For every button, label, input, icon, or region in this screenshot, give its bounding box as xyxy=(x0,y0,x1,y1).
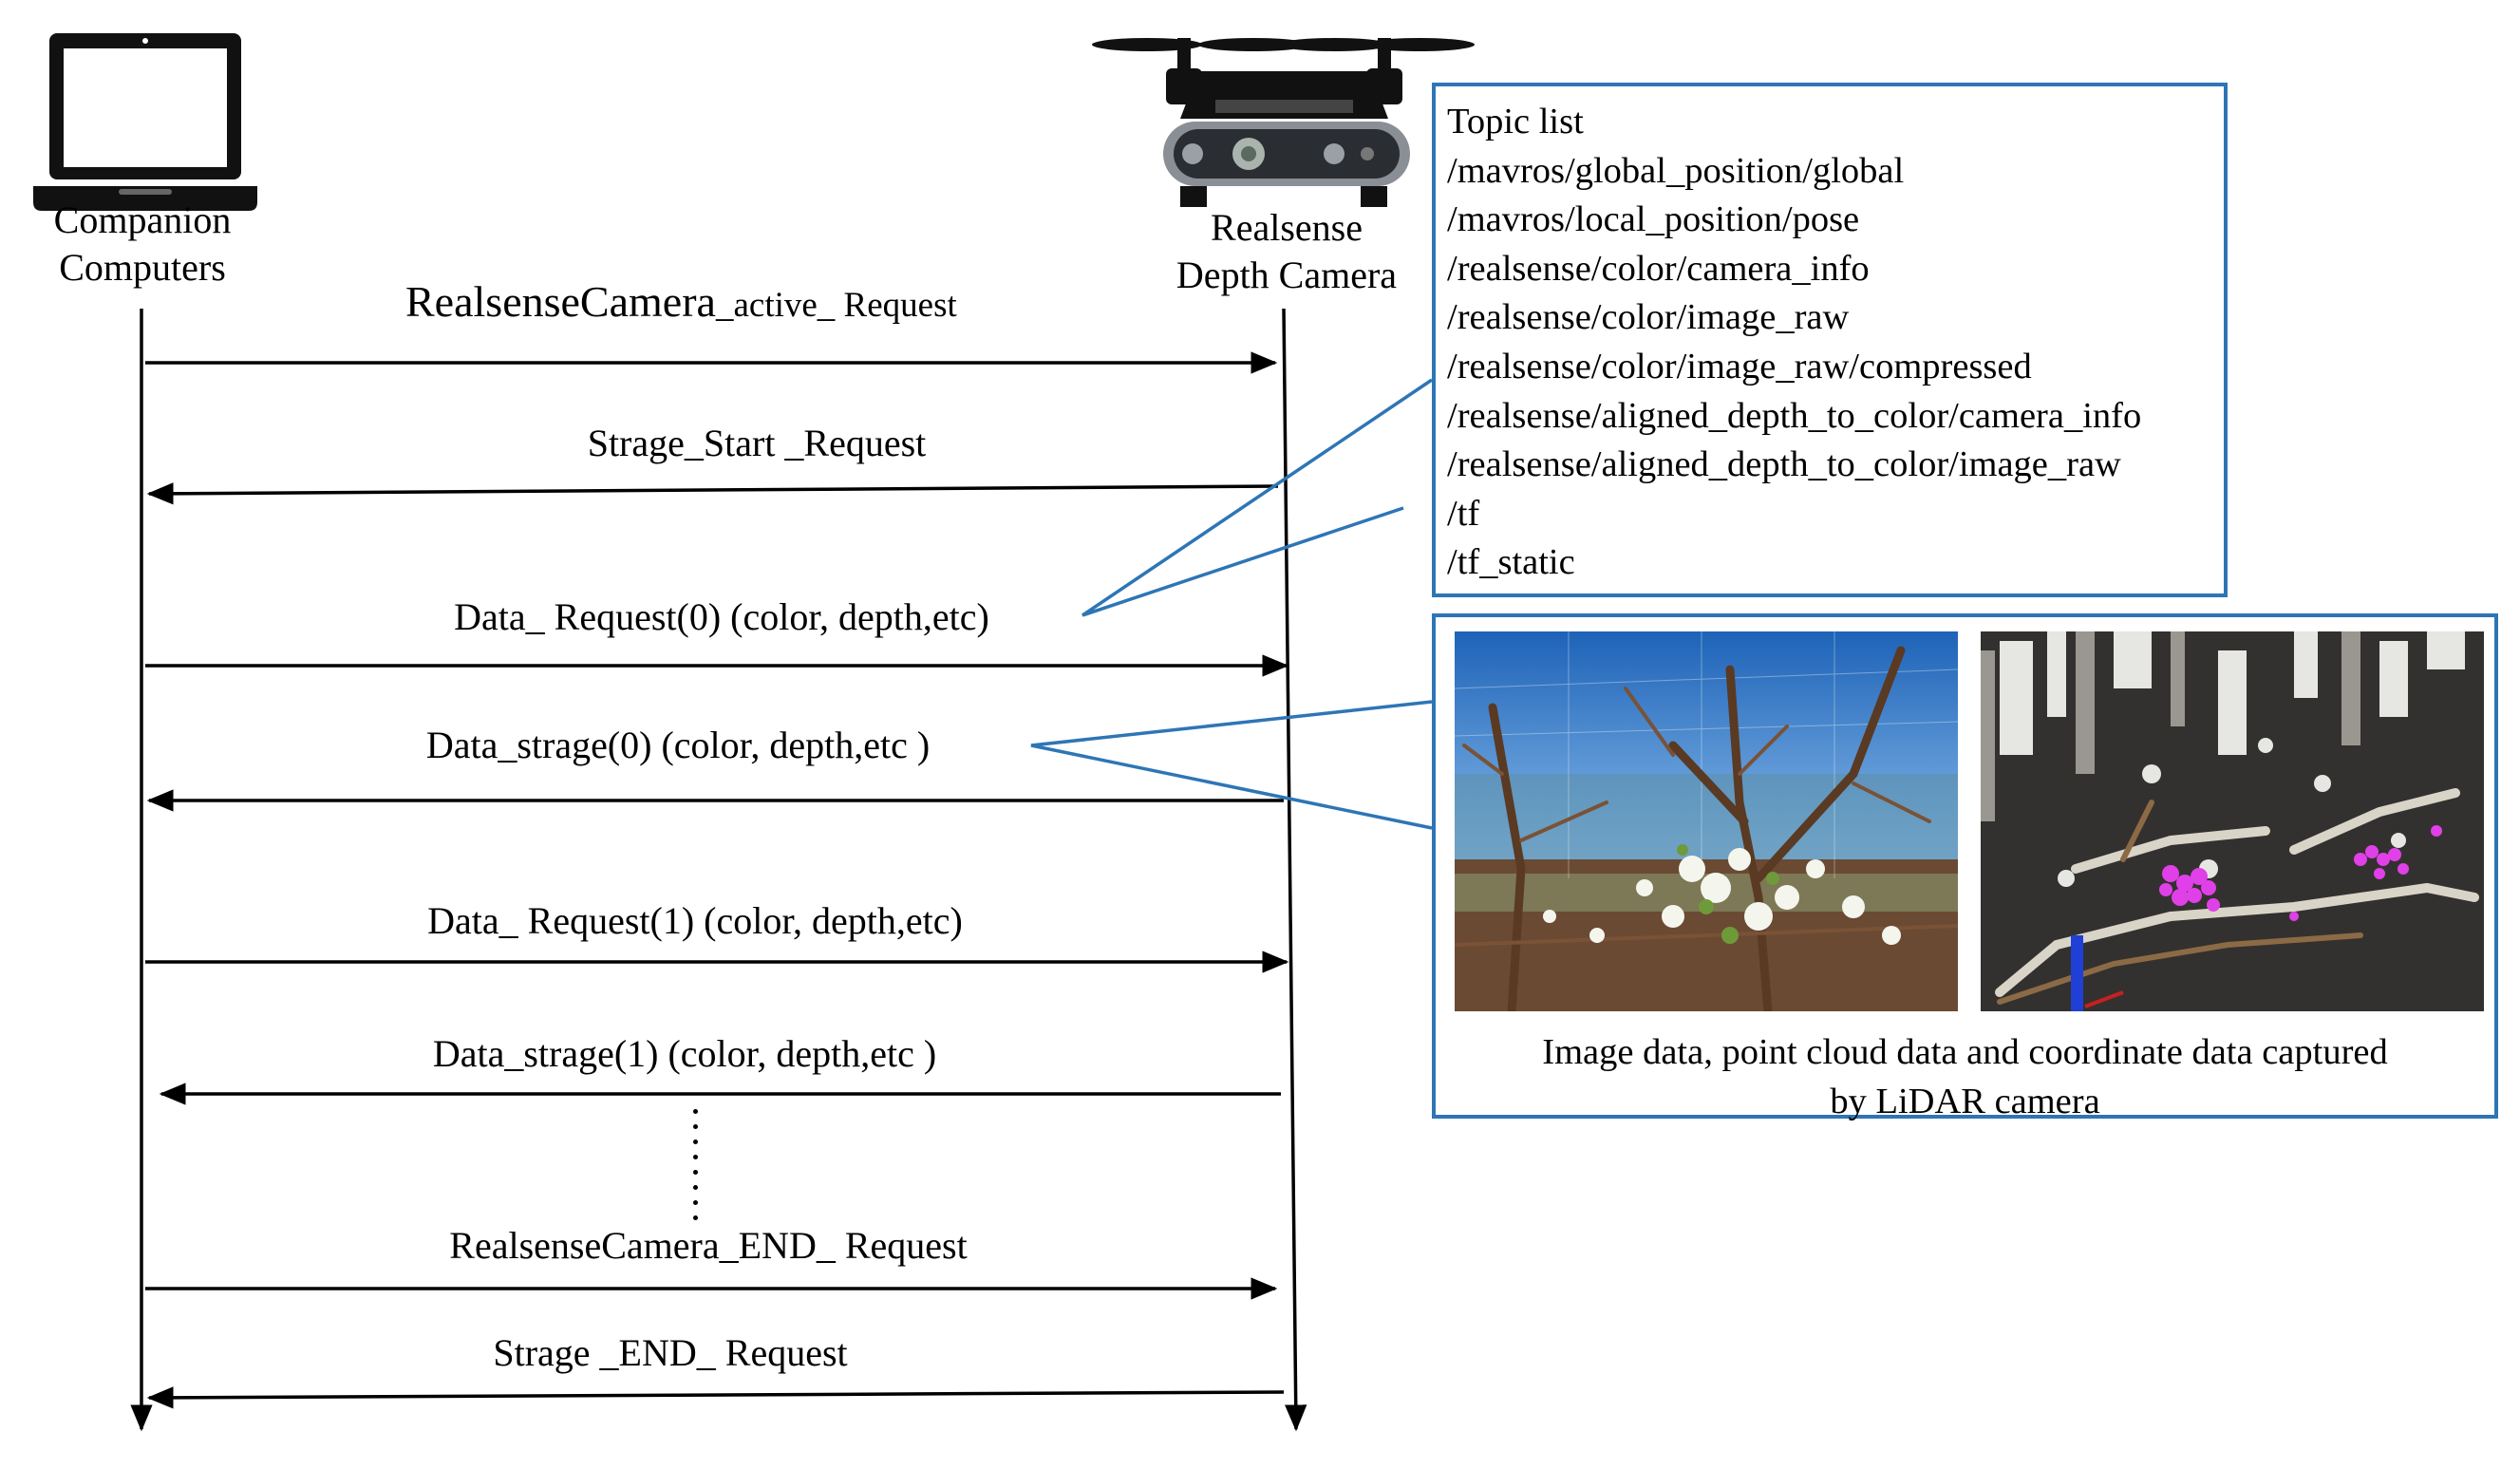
arrow-msg-2 xyxy=(146,482,1279,505)
continuation-dots xyxy=(693,1109,699,1231)
actor-camera-name-line2: Depth Camera xyxy=(1175,254,1398,296)
topic-item: /realsense/color/image_raw xyxy=(1447,297,1850,338)
topic-list-callout: Topic list /mavros/global_position/globa… xyxy=(1432,83,2228,597)
topic-item: /realsense/aligned_depth_to_color/image_… xyxy=(1447,444,2121,485)
image-caption-line1: Image data, point cloud data and coordin… xyxy=(1542,1032,2388,1072)
actor-camera-label: Realsense Depth Camera xyxy=(1158,204,1415,299)
point-cloud-image xyxy=(1981,631,2484,1011)
lifeline-camera xyxy=(1282,308,1307,1432)
actor-companion-name-line1: Companion xyxy=(53,198,232,241)
message-label-1-main: RealsenseCamera xyxy=(405,277,716,326)
message-label-4: Data_strage(0) (color, depth,etc ) xyxy=(425,724,931,766)
image-caption-line2: by LiDAR camera xyxy=(1830,1082,2100,1121)
topic-item: /mavros/global_position/global xyxy=(1447,150,1905,191)
callout-pointer-image-panel xyxy=(1030,700,1433,830)
message-label-3: Data_ Request(0) (color, depth,etc) xyxy=(454,595,989,638)
topic-item: /realsense/aligned_depth_to_color/camera… xyxy=(1447,395,2142,436)
laptop-icon xyxy=(33,33,257,211)
message-label-5: Data_ Request(1) (color, depth,etc) xyxy=(427,899,963,942)
drone-camera-icon xyxy=(1092,38,1475,207)
actor-companion-name-line2: Computers xyxy=(59,246,226,289)
topic-item: /mavros/local_position/pose xyxy=(1447,199,1860,240)
topic-item: /realsense/color/image_raw/compressed xyxy=(1447,346,2032,386)
rgb-orchard-photo xyxy=(1455,631,1958,1011)
topic-item: /tf xyxy=(1447,493,1480,534)
message-label-1: RealsenseCamera_active_ Request xyxy=(405,280,957,324)
message-label-7: RealsenseCamera_END_ Request xyxy=(449,1224,968,1267)
callout-pointer-topic-list xyxy=(1081,378,1433,617)
actor-companion-label: Companion Computers xyxy=(38,197,247,292)
topic-list-title: Topic list xyxy=(1447,102,1584,141)
topic-item: /realsense/color/camera_info xyxy=(1447,248,1870,289)
message-label-1-sub: _active_ Request xyxy=(715,286,957,325)
message-label-8: Strage _END_ Request xyxy=(493,1331,848,1374)
message-label-6: Data_strage(1) (color, depth,etc ) xyxy=(432,1032,937,1075)
image-data-callout: Image data, point cloud data and coordin… xyxy=(1432,613,2498,1121)
message-label-2: Strage_Start _Request xyxy=(587,422,927,464)
topic-item: /tf_static xyxy=(1447,542,1575,583)
arrow-msg-8 xyxy=(146,1386,1285,1409)
actor-camera-name-line1: Realsense xyxy=(1211,206,1363,249)
image-panel-caption: Image data, point cloud data and coordin… xyxy=(1436,1027,2494,1126)
